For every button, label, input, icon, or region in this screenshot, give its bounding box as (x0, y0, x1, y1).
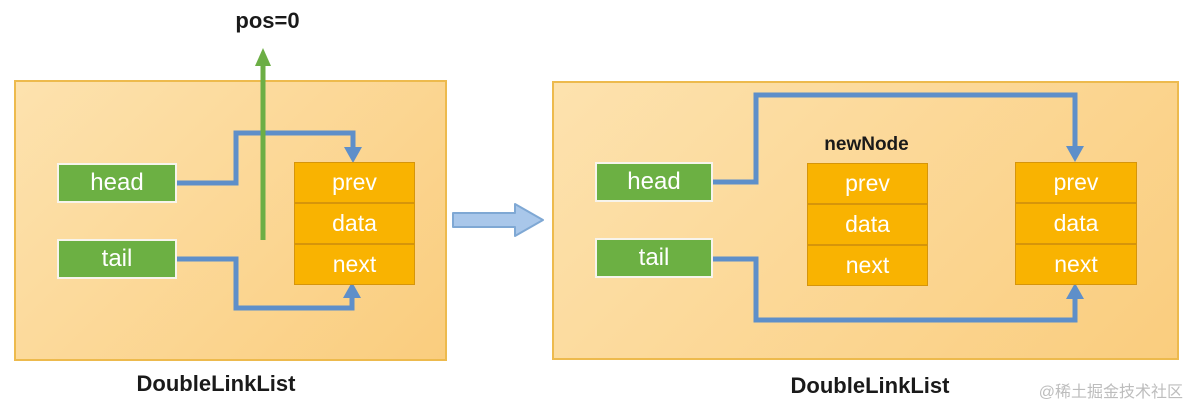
new-node: prev data next (807, 163, 928, 286)
right-node: prev data next (1015, 162, 1137, 285)
new-node-prev-cell: prev (808, 164, 927, 203)
left-tail-arrowhead-icon (343, 282, 361, 298)
right-panel-title: DoubleLinkList (790, 373, 950, 398)
left-node: prev data next (294, 162, 415, 285)
right-node-next-cell: next (1016, 245, 1136, 284)
new-node-data-cell: data (808, 205, 927, 244)
left-panel-title: DoubleLinkList (136, 371, 296, 396)
newnode-label: newNode (824, 134, 909, 155)
new-node-next-cell: next (808, 246, 927, 285)
transition-arrow-icon (452, 203, 544, 237)
left-node-data-cell: data (295, 204, 414, 243)
left-tail-label: tail (101, 245, 133, 272)
left-tail-to-node-connector (177, 256, 355, 311)
right-node-prev-cell: prev (1016, 163, 1136, 202)
pos-label: pos=0 (235, 8, 300, 33)
pos-pointer-arrowhead-icon (255, 48, 271, 66)
left-head-label: head (90, 169, 144, 196)
right-head-arrowhead-icon (1066, 146, 1084, 162)
left-node-next-cell: next (295, 245, 414, 284)
right-node-data-cell: data (1016, 204, 1136, 243)
right-tail-label: tail (638, 244, 670, 271)
right-tail-arrowhead-icon (1066, 283, 1084, 299)
left-head-box: head (57, 163, 177, 203)
left-head-arrowhead-icon (344, 147, 362, 163)
right-head-label: head (627, 168, 681, 195)
right-tail-box: tail (595, 238, 713, 278)
left-head-to-node-connector (177, 130, 356, 186)
right-tail-to-node-connector (713, 256, 1078, 323)
right-head-to-node-connector (713, 92, 1078, 185)
left-node-prev-cell: prev (295, 163, 414, 202)
right-head-box: head (595, 162, 713, 202)
left-tail-box: tail (57, 239, 177, 279)
watermark-text: @稀土掘金技术社区 (1038, 384, 1183, 401)
